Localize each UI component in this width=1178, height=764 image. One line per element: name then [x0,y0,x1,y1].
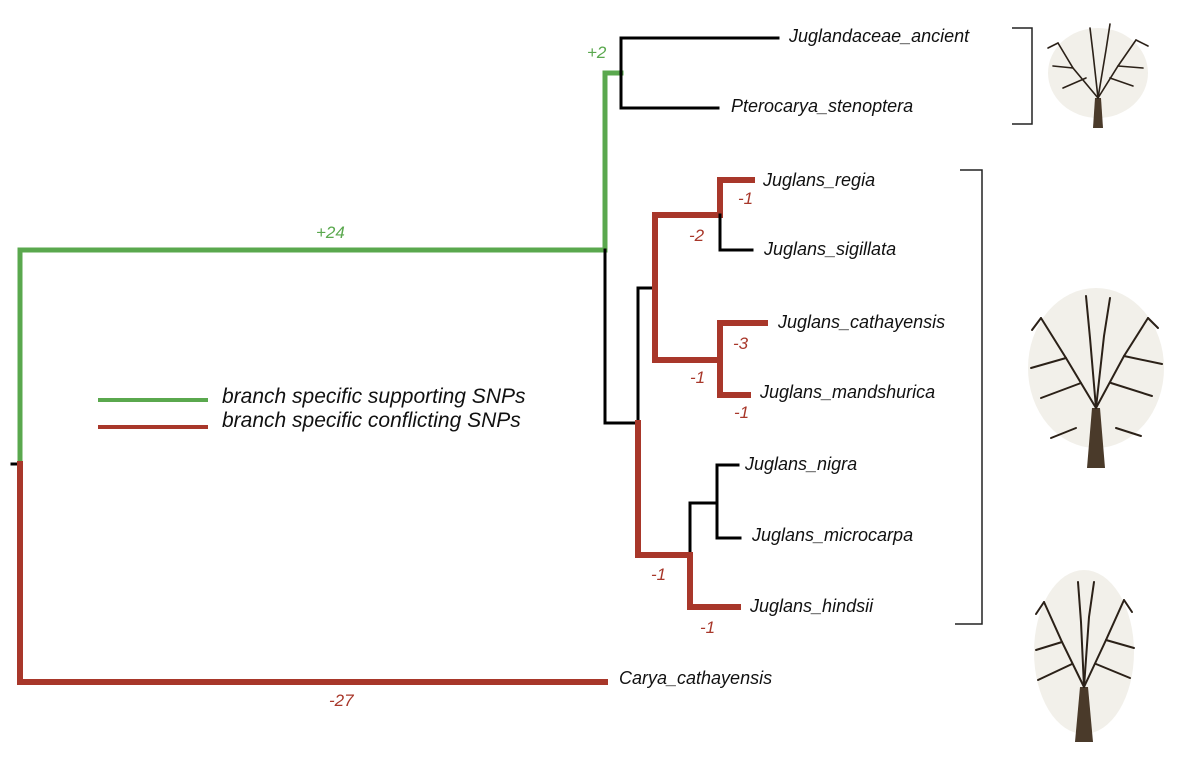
tree-branches [10,36,780,685]
label-juglans-nigra: Juglans_nigra [744,454,857,474]
legend-label-supporting: branch specific supporting SNPs [222,385,526,408]
legend: branch specific supporting SNPs branch s… [98,385,526,432]
snp-pterocarya-clade: +2 [587,43,607,62]
snp-regia: -1 [738,189,753,208]
snp-count-labels: +24 +2 -2 -1 -1 -3 -1 -1 -1 -27 [316,43,753,710]
snp-cathayensis-mandshurica-clade: -1 [690,368,705,387]
label-pterocarya-stenoptera: Pterocarya_stenoptera [731,96,913,116]
tree-illustration-small [1047,23,1149,128]
snp-root-to-juglandaceae: +24 [316,223,345,242]
taxon-labels: Juglandaceae_ancient Pterocarya_stenopte… [619,26,970,688]
snp-regia-sigillata-clade: -2 [689,226,705,245]
snp-carya: -27 [329,691,354,710]
label-juglans-mandshurica: Juglans_mandshurica [759,382,935,402]
tree-illustration-medium [1028,288,1164,468]
label-juglans-regia: Juglans_regia [762,170,875,190]
legend-label-conflicting: branch specific conflicting SNPs [222,409,521,432]
bracket-juglans-group [955,169,983,625]
label-juglandaceae-ancient: Juglandaceae_ancient [788,26,970,46]
snp-hindsii: -1 [700,618,715,637]
snp-mandshurica: -1 [734,403,749,422]
tree-illustration-large [1034,570,1135,742]
snp-cathayensis: -3 [733,334,749,353]
label-juglans-hindsii: Juglans_hindsii [749,596,874,616]
label-juglans-cathayensis: Juglans_cathayensis [777,312,945,332]
bracket-pterocarya-group [1012,27,1033,125]
label-carya-cathayensis: Carya_cathayensis [619,668,772,688]
label-juglans-microcarpa: Juglans_microcarpa [751,525,913,545]
label-juglans-sigillata: Juglans_sigillata [763,239,896,259]
clade-brackets [955,27,1033,625]
snp-nigra-group: -1 [651,565,666,584]
